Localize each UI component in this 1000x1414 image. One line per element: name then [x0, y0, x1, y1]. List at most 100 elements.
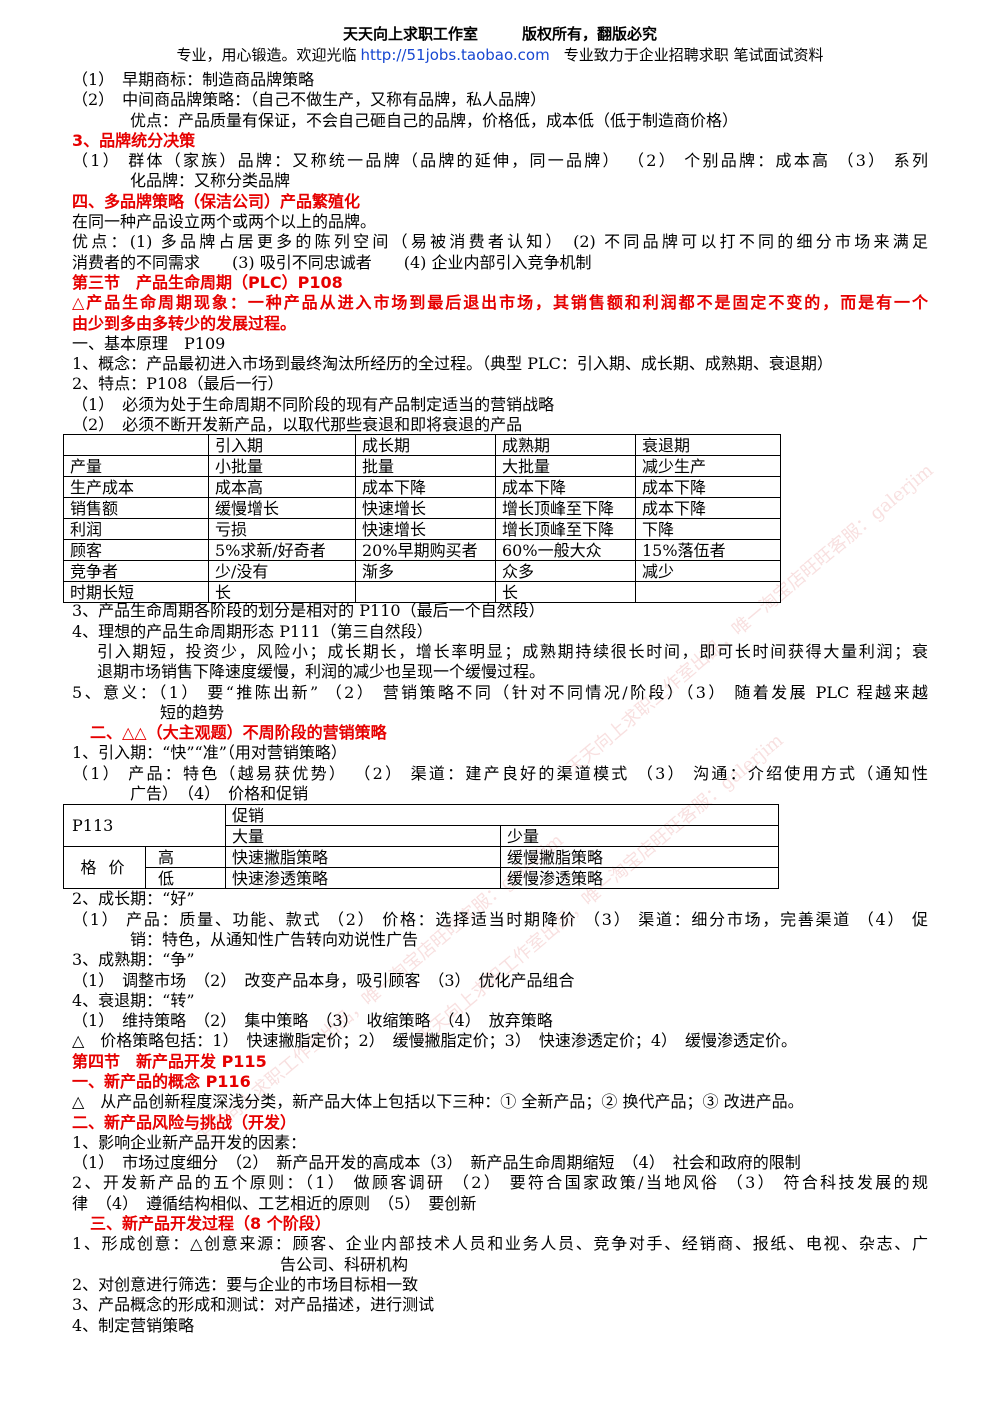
stage-table-cell: [635, 581, 781, 604]
text-line: （1） 早期商标：制造商品牌策略: [72, 70, 315, 89]
section-heading: 一、新产品的概念 P116: [72, 1071, 251, 1091]
text-line: 退期市场销售下降速度缓慢，利润的减少也呈现一个缓慢过程。: [97, 662, 546, 682]
chapter-title: 第四节 新产品开发 P115: [72, 1051, 267, 1071]
price-table-cell: 快速撇脂策略: [225, 846, 501, 869]
stage-table-cell: 成本下降: [355, 476, 496, 499]
text-line: 4、制定营销策略: [72, 1315, 195, 1335]
chapter-title: 第三节 产品生命周期（PLC）P108: [72, 272, 343, 292]
text-line: （1） 产品：特色（越易获优势） （2） 渠道：建产良好的渠道模式 （3） 沟通…: [72, 763, 928, 783]
text-line: （1） 维持策略 （2） 集中策略 （3） 收缩策略 （4） 放弃策略: [72, 1011, 553, 1031]
stage-table-cell: 成本下降: [635, 497, 781, 520]
price-low: 低: [145, 867, 226, 890]
stage-table: 引入期 成长期 成熟期 衰退期 产量 小批量 批量 大批量 减少生产 生产成本 …: [63, 434, 781, 604]
shop-link[interactable]: http://51jobs.taobao.com: [360, 46, 550, 64]
price-table-ref: P113: [63, 804, 226, 848]
stage-table-cell: 减少: [635, 560, 781, 583]
text-line: （1） 必须为处于生命周期不同阶段的现有产品制定适当的营销战略: [72, 394, 555, 414]
welcome-text: 专业，用心锻造。欢迎光临: [176, 46, 357, 64]
stage-table-row: 生产成本 成本高 成本下降 成本下降 成本下降: [63, 476, 781, 499]
copyright-notice: 版权所有，翻版必究: [522, 25, 658, 43]
stage-table-cell: 成本高: [208, 476, 356, 499]
text-line: 引入期短，投资少，风险小；成长期长，增长率明显；成熟期持续很长时间，即可长时间获…: [97, 641, 928, 661]
stage-table-cell: 15%落伍者: [635, 539, 781, 562]
text-line: 1、概念：产品最初进入市场到最终淘汰所经历的全过程。（典型 PLC：引入期、成长…: [72, 354, 833, 374]
text-line: 1、影响企业新产品开发的因素：: [72, 1132, 307, 1152]
price-high: 高: [145, 846, 226, 869]
stage-table-cell: 渐多: [355, 560, 496, 583]
stage-table-cell: 长: [208, 581, 356, 604]
stage-table-cell: 小批量: [208, 455, 356, 478]
key-point: △产品生命周期现象：一种产品从进入市场到最后退出市场，其销售额和利润都不是固定不…: [72, 293, 928, 313]
text-line: 2、对创意进行筛选：要与企业的市场目标相一致: [72, 1274, 419, 1294]
text-line: 优点：(1) 多品牌占居更多的陈列空间（易被消费者认知） (2) 不同品牌可以打…: [72, 232, 928, 252]
document-content: （1） 早期商标：制造商品牌策略 （2） 中间商品牌策略：（自己不做生产，又称有…: [63, 70, 928, 1336]
stage-table-row: 销售额 缓慢增长 快速增长 增长顶峰至下降 成本下降: [63, 497, 781, 520]
stage-table-cell: 成本下降: [495, 476, 636, 499]
text-line: 化品牌：又称分类品牌: [130, 171, 291, 191]
text-line: 4、理想的产品生命周期形态 P111（第三自然段）: [72, 621, 433, 641]
promotion-high: 大量: [225, 825, 501, 848]
stage-table-cell: 快速增长: [355, 497, 496, 520]
promotion-low: 少量: [499, 825, 780, 848]
text-line: △ 从产品创新程度深浅分类，新产品大体上包括以下三种：① 全新产品；② 换代产品…: [72, 1092, 804, 1112]
stage-table-header-row: 引入期 成长期 成熟期 衰退期: [63, 434, 781, 457]
promotion-header: 促销: [224, 804, 780, 827]
stage-table-cell: 少/没有: [208, 560, 356, 583]
text-line: 1、形成创意：△创意来源：顾客、企业内部技术人员和业务人员、竞争对手、经销商、报…: [72, 1234, 928, 1254]
stage-row-label: 产量: [63, 455, 209, 478]
text-line: 广告） （4） 价格和促销: [130, 784, 309, 804]
stage-row-label: 顾客: [63, 539, 209, 562]
price-table-row: 格价 高 快速撇脂策略 缓慢撇脂策略: [63, 846, 780, 890]
stage-header-intro: 引入期: [208, 434, 356, 457]
stage-table-cell: 大批量: [495, 455, 636, 478]
stage-header-mature: 成熟期: [495, 434, 636, 457]
text-line: 3、成熟期：“争”: [72, 950, 195, 970]
text-line: 3、产品概念的形成和测试：对产品描述，进行测试: [72, 1295, 435, 1315]
text-line: 优点：产品质量有保证，不会自己砸自己的品牌，价格低，成本低（低于制造商价格）: [130, 110, 739, 130]
text-line: （1） 群体（家族）品牌：又称统一品牌（品牌的延伸，同一品牌） （2） 个别品牌…: [72, 151, 928, 171]
header-line-1: 天天向上求职工作室 版权所有，翻版必究: [0, 24, 1000, 45]
price-header: 格价: [63, 846, 146, 890]
stage-table-cell: [355, 581, 496, 604]
text-line: 5、意义：（1） 要“推陈出新” （2） 营销策略不同（针对不同情况/阶段）（3…: [72, 682, 928, 702]
text-line: 短的趋势: [160, 702, 225, 722]
text-line: （1） 调整市场 （2） 改变产品本身，吸引顾客 （3） 优化产品组合: [72, 970, 575, 990]
section-heading: 三、新产品开发过程（8 个阶段）: [90, 1214, 331, 1234]
text-line: 2、开发新产品的五个原则：（1） 做顾客调研 （2） 要符合国家政策/当地风俗 …: [72, 1173, 928, 1193]
text-line: 4、衰退期：“转”: [72, 990, 195, 1010]
text-line: 律 （4） 遵循结构相似、工艺相近的原则 （5） 要创新: [72, 1193, 477, 1213]
text-line: 1、引入期：“快”“准”（用对营销策略）: [72, 743, 347, 763]
stage-table-cell: 5%求新/好奇者: [208, 539, 356, 562]
text-line: 一、基本原理 P109: [72, 333, 226, 353]
stage-row-label: 利润: [63, 518, 209, 541]
tagline: 专业致力于企业招聘求职 笔试面试资料: [563, 46, 824, 64]
text-line: （1） 市场过度细分 （2） 新产品开发的高成本（3） 新产品生命周期缩短 （4…: [72, 1153, 801, 1173]
price-promotion-table: P113 促销 大量 少量 格价 高 快速撇脂策略 缓慢撇脂策略 低 快速渗透策…: [63, 804, 780, 890]
stage-table-cell: 缓慢增长: [208, 497, 356, 520]
text-line: 告公司、科研机构: [280, 1254, 409, 1274]
studio-name: 天天向上求职工作室: [342, 25, 478, 43]
text-line: 3、产品生命周期各阶段的划分是相对的 P110（最后一个自然段）: [72, 601, 545, 621]
section-heading: 二、新产品风险与挑战（开发）: [72, 1112, 297, 1132]
stage-table-row: 利润 亏损 快速增长 增长顶峰至下降 下降: [63, 518, 781, 541]
price-table-row: 低 快速渗透策略 缓慢渗透策略: [64, 867, 780, 890]
price-table-cell: 缓慢撇脂策略: [499, 846, 780, 869]
stage-table-cell: 增长顶峰至下降: [495, 518, 636, 541]
stage-table-cell: 下降: [635, 518, 781, 541]
stage-header-growth: 成长期: [355, 434, 496, 457]
text-line: 2、成长期：“好”: [72, 889, 195, 909]
text-line: 在同一种产品设立两个或两个以上的品牌。: [72, 212, 377, 232]
stage-table-cell: 成本下降: [635, 476, 781, 499]
stage-table-cell: 长: [495, 581, 636, 604]
text-line: 销：特色，从通知性广告转向劝说性广告: [130, 929, 419, 949]
section-heading: 3、品牌统分决策: [72, 130, 196, 150]
price-table-cell: 缓慢渗透策略: [499, 867, 780, 890]
section-heading: 二、△△（大主观题）不周阶段的营销策略: [90, 723, 387, 743]
stage-row-label: 时期长短: [63, 581, 209, 604]
text-line: 消费者的不同需求 (3) 吸引不同忠诚者 (4) 企业内部引入竞争机制: [72, 252, 592, 272]
text-line: （2） 必须不断开发新产品，以取代那些衰退和即将衰退的产品: [72, 415, 523, 435]
stage-table-cell: 20%早期购买者: [355, 539, 496, 562]
